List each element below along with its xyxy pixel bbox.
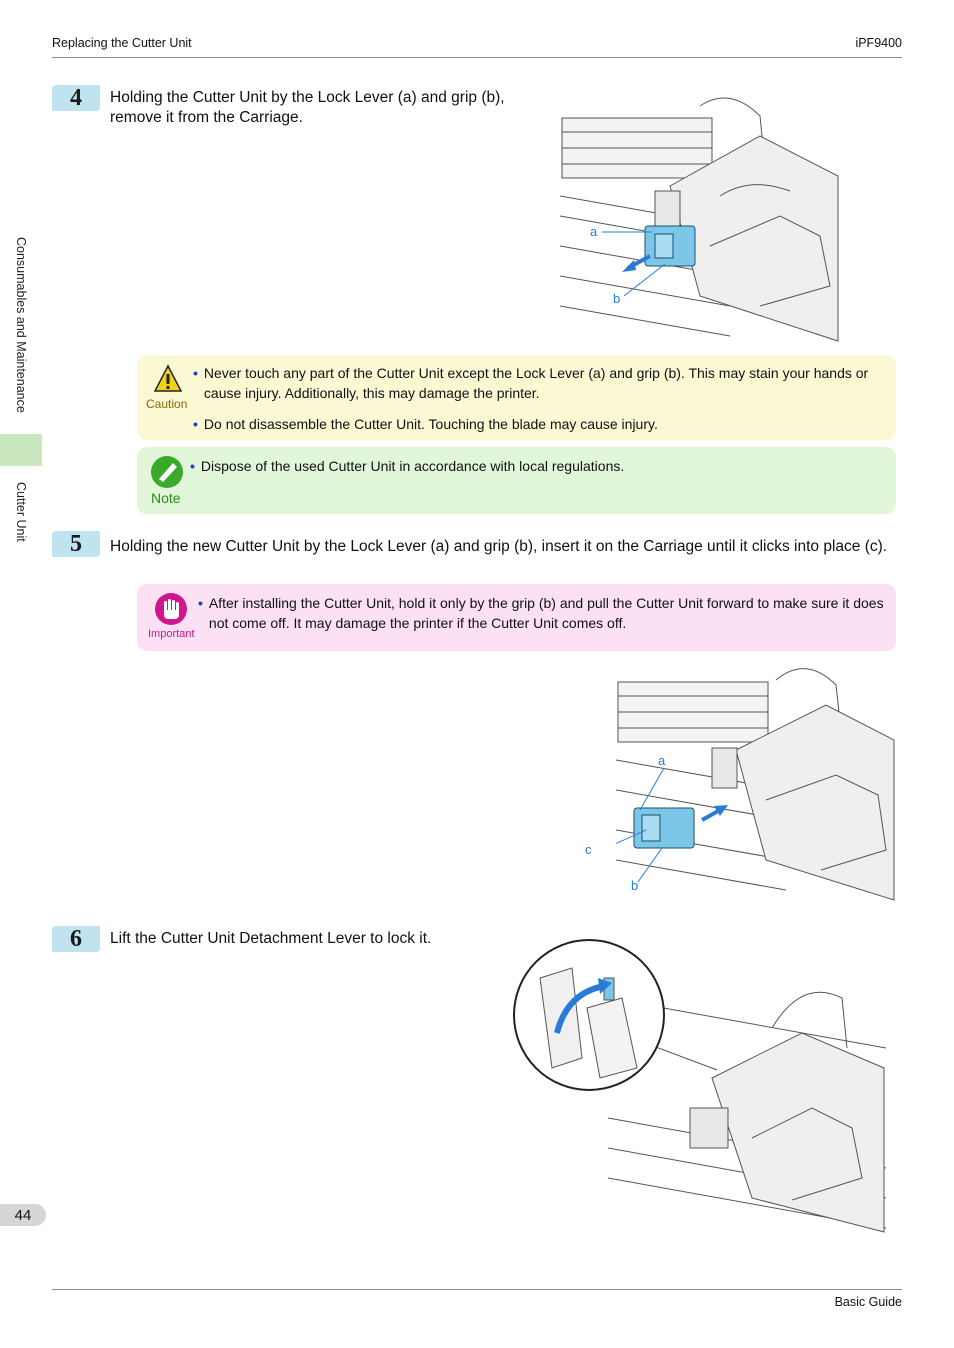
note-label: Note <box>151 490 181 506</box>
header-title: Replacing the Cutter Unit <box>52 36 192 50</box>
caution-item-1-text: Never touch any part of the Cutter Unit … <box>203 365 869 401</box>
step-4-text: Holding the Cutter Unit by the Lock Leve… <box>110 89 505 126</box>
step-4-badge: 4 <box>52 85 100 111</box>
sidebar-section-cutter-unit[interactable]: Cutter Unit <box>14 482 28 542</box>
important-hand-icon <box>155 593 187 625</box>
step-5-badge: 5 <box>52 531 100 557</box>
caution-item-2: •Do not disassemble the Cutter Unit. Tou… <box>193 416 658 432</box>
note-item-1: •Dispose of the used Cutter Unit in acco… <box>190 458 625 474</box>
step-6-badge: 6 <box>52 926 100 952</box>
note-icon <box>151 456 183 488</box>
callout-b-fig1: b <box>613 291 621 306</box>
footer-guide-name: Basic Guide <box>834 1295 902 1309</box>
step-5-text: Holding the new Cutter Unit by the Lock … <box>110 538 888 555</box>
caution-item-2-text: Do not disassemble the Cutter Unit. Touc… <box>203 416 658 432</box>
callout-a-fig1: a <box>590 224 598 239</box>
header-divider <box>52 57 902 58</box>
callout-b-fig2: b <box>631 878 639 893</box>
step-6-text: Lift the Cutter Unit Detachment Lever to… <box>110 930 432 947</box>
callout-c-fig2: c <box>585 842 592 857</box>
header-model: iPF9400 <box>855 36 902 50</box>
sidebar-active-tab <box>0 434 42 466</box>
important-item-1: •After installing the Cutter Unit, hold … <box>198 593 888 633</box>
important-box <box>137 584 896 651</box>
callout-a-fig2: a <box>658 753 666 768</box>
figure-remove-cutter-unit <box>560 96 840 344</box>
caution-item-1: •Never touch any part of the Cutter Unit… <box>193 363 883 403</box>
page-number: 44 <box>0 1204 46 1226</box>
lift-arrow <box>554 983 605 1034</box>
caution-label: Caution <box>146 397 188 411</box>
important-label: Important <box>148 628 195 640</box>
cutter-unit-new <box>633 807 695 849</box>
note-box <box>137 447 896 514</box>
cutter-unit-removed <box>644 225 696 267</box>
figure-lock-detachment-lever <box>512 938 886 1234</box>
footer-divider <box>52 1289 902 1290</box>
note-item-1-text: Dispose of the used Cutter Unit in accor… <box>200 458 625 474</box>
caution-box <box>137 355 896 440</box>
caution-icon <box>153 364 183 392</box>
figure-insert-cutter-unit <box>616 660 896 904</box>
important-item-1-text: After installing the Cutter Unit, hold i… <box>208 595 884 631</box>
sidebar-section-consumables[interactable]: Consumables and Maintenance <box>14 237 28 413</box>
